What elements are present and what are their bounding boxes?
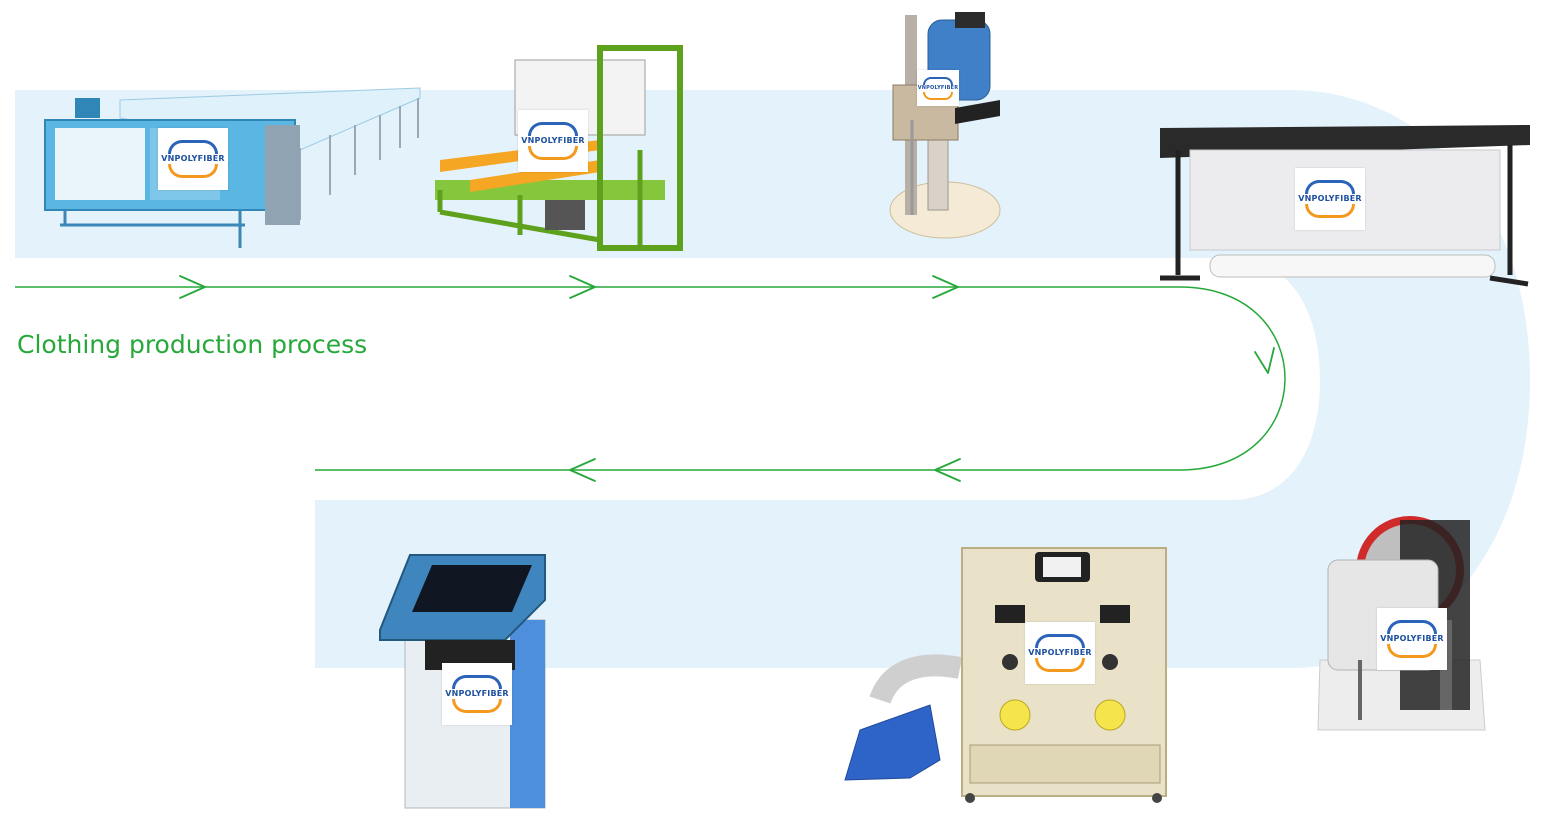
brand-logo-badge: VNPOLYFIBER <box>1377 608 1447 670</box>
arrow-right-icon <box>179 275 206 299</box>
arrow-down-icon <box>1254 347 1275 374</box>
arrow-left-icon <box>934 458 961 482</box>
control-cabinet-illustration <box>379 554 546 809</box>
diagram-title: Clothing production process <box>17 330 368 359</box>
brand-logo-badge: VNPOLYFIBER <box>518 110 588 172</box>
flow-band <box>15 90 1530 668</box>
plotter-illustration <box>1160 125 1530 287</box>
arrow-right-icon <box>569 275 596 299</box>
brand-logo-badge: VNPOLYFIBER <box>1025 622 1095 684</box>
arrow-left-icon <box>569 458 596 482</box>
brand-logo-badge: VNPOLYFIBER <box>442 663 512 725</box>
flow-path <box>15 286 1286 471</box>
arrow-right-icon <box>932 275 959 299</box>
brand-logo-badge: VNPOLYFIBER <box>158 128 228 190</box>
brand-logo-badge: VNPOLYFIBER <box>1295 168 1365 230</box>
brand-logo-badge: VNPOLYFIBER <box>917 70 959 106</box>
